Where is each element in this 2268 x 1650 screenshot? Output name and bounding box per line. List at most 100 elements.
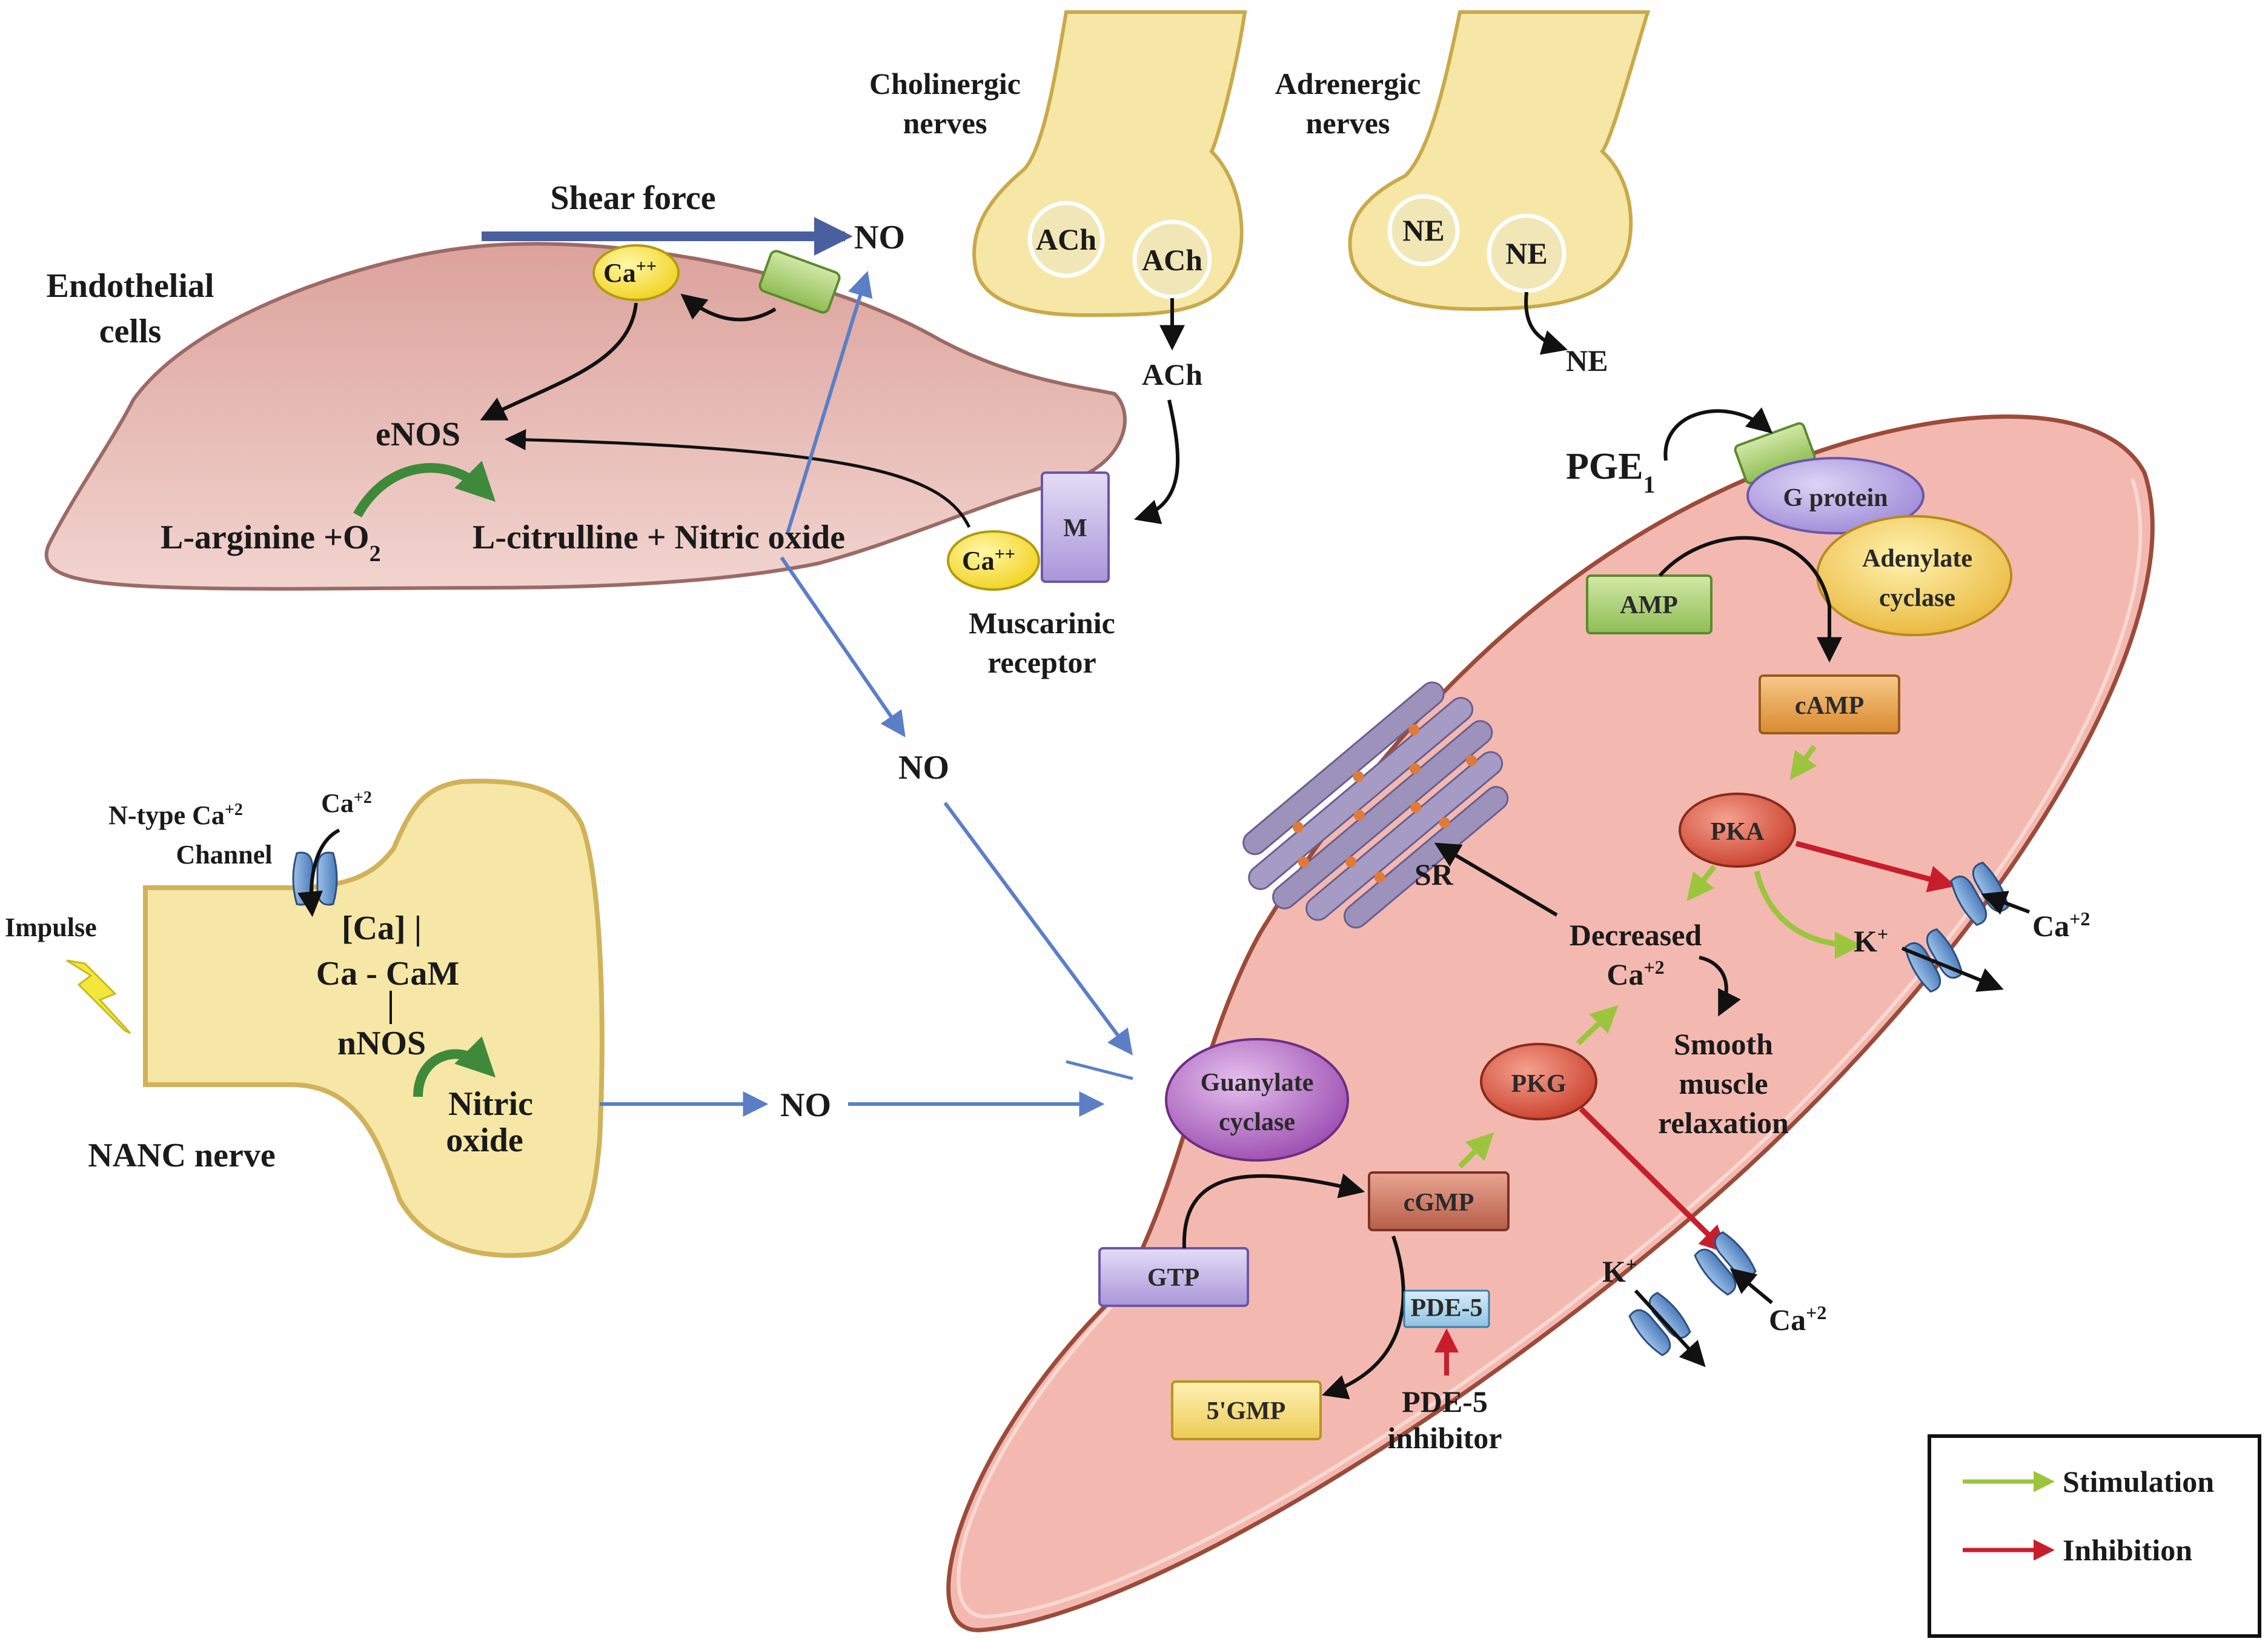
nanc-label: NANC nerve (88, 1137, 275, 1174)
l-arginine-label: L-arginine +O2 (161, 519, 381, 567)
ach-released-label: ACh (1142, 358, 1202, 391)
pka-to-k-channel-arrow (1754, 870, 1862, 959)
enos-label: eNOS (376, 416, 460, 453)
k-channel-lower (1625, 1289, 1694, 1359)
pka-to-decreased-ca-arrow (1686, 865, 1717, 902)
muscarinic-label-1: Muscarinic (969, 606, 1115, 640)
camp-to-pka-arrow (1789, 745, 1817, 780)
adrenergic-label-2: nerves (1306, 106, 1390, 140)
legend-inhibition-label: Inhibition (2063, 1533, 2192, 1567)
ne-vesicle-2-label: NE (1505, 236, 1547, 270)
pka (1679, 793, 1796, 868)
camp-label: cAMP (1795, 692, 1864, 720)
guanylate-label-1: Guanylate (1201, 1069, 1314, 1097)
no-nanc-arrow-3 (1066, 1060, 1133, 1080)
cgmp-to-pkg-arrow (1457, 1132, 1494, 1169)
nanc-nerve (143, 779, 605, 1258)
nanc-ca-entry-arrow (297, 828, 340, 917)
adenylate-cyclase (1816, 515, 2012, 636)
ca-bracket-label: [Ca] | (342, 910, 422, 947)
decreased-ca-to-relaxation-arrow (1699, 956, 1741, 1017)
ne-release-arrow (1524, 291, 1568, 355)
guanylate-cyclase (1165, 1038, 1349, 1162)
gtp-label: GTP (1147, 1264, 1199, 1292)
k-upper-label: K+ (1854, 923, 1888, 958)
receptor-to-ca-arrow (680, 293, 777, 322)
reaction-arrow-endothelial (353, 461, 496, 517)
muscle-label: muscle (1679, 1066, 1768, 1100)
sr-label: SR (1414, 857, 1454, 891)
muscarinic-label-2: receptor (987, 645, 1096, 679)
ca2-nerve-label: Ca+2 (321, 788, 372, 819)
k-exit-upper-arrow (1901, 946, 2004, 992)
legend-stimulation-label: Stimulation (2063, 1465, 2214, 1499)
g-protein (1746, 457, 1925, 534)
ne-vesicle-2 (1487, 213, 1567, 293)
shear-force-label: Shear force (550, 179, 715, 217)
pde5-inhibitor-label-2: inhibitor (1388, 1421, 1502, 1455)
pde5-box (1403, 1289, 1490, 1328)
amp-label: AMP (1620, 591, 1678, 619)
smooth-muscle-cell-inner-edge (957, 478, 2143, 1619)
pkg-to-decreased-ca-arrow (1576, 1005, 1619, 1046)
cholinergic-label-1: Cholinergic (869, 67, 1021, 101)
no-up-arrow (786, 270, 873, 534)
ca-upper-label: Ca+2 (2032, 908, 2090, 943)
ach-vesicle-2-label: ACh (1142, 243, 1202, 277)
reaction-arrow-nanc (413, 1036, 496, 1097)
pka-inhibits-ca-channel-arrow (1795, 840, 1956, 893)
impulse-lightning-icon (66, 959, 131, 1034)
ca-lower-label: Ca+2 (1769, 1302, 1826, 1337)
pde5-inhibitor-label-1: PDE-5 (1402, 1385, 1488, 1419)
ca-entry-lower-arrow (1729, 1268, 1773, 1305)
ne-released-label: NE (1566, 344, 1608, 378)
legend-box (1928, 1434, 2261, 1638)
decreased-ca-to-sr-arrow (1434, 842, 1558, 917)
ca-cam-label: Ca - CaM (316, 955, 459, 993)
ne-vesicle-1 (1387, 194, 1460, 267)
ca-to-enos-arrow (480, 302, 638, 421)
shear-receptor (758, 250, 841, 314)
ach-vesicle-1 (1027, 201, 1105, 278)
ca-channel-lower (1691, 1228, 1760, 1299)
smooth-label: Smooth (1674, 1027, 1773, 1061)
pge1-to-receptor-arrow (1663, 407, 1773, 461)
nitric-label: Nitric (448, 1085, 533, 1123)
endothelial-label-2: cells (99, 313, 162, 350)
ca-ion-top (592, 244, 680, 301)
cgmp-box (1368, 1171, 1510, 1231)
sarcoplasmic-reticulum-icon (1242, 681, 1509, 929)
amp-to-camp-arrow (1658, 536, 1842, 663)
ach-vesicle-2 (1132, 219, 1212, 299)
endothelial-label-1: Endothelial (47, 267, 214, 305)
ach-vesicle-1-label: ACh (1036, 222, 1096, 256)
guanylate-label-2: cyclase (1219, 1108, 1295, 1136)
gtp-box (1098, 1247, 1249, 1307)
l-citrulline-label: L-citrulline + Nitric oxide (472, 519, 845, 556)
musc-ca-to-enos-arrow (505, 429, 971, 528)
m-label: M (1063, 514, 1087, 542)
ca-entry-upper-arrow (1981, 891, 2031, 915)
ach-to-muscarinic-arrow (1133, 399, 1180, 524)
pkg (1480, 1043, 1597, 1120)
pkg-label: PKG (1511, 1070, 1567, 1098)
cholinergic-label-2: nerves (903, 106, 987, 140)
no-to-cell-arrow (943, 802, 1133, 1056)
5gmp-box (1171, 1380, 1322, 1440)
k-exit-lower-arrow (1634, 1289, 1706, 1368)
channel-label: Channel (176, 840, 273, 870)
ca-muscarinic-label: Ca++ (962, 544, 1015, 576)
muscarinic-receptor (1041, 471, 1110, 583)
relaxation-label: relaxation (1658, 1106, 1789, 1140)
pde5-label: PDE-5 (1411, 1294, 1483, 1322)
impulse-label: Impulse (5, 913, 97, 942)
no-down-arrow (780, 556, 906, 737)
amp-box (1586, 574, 1713, 634)
k-lower-label: K+ (1602, 1253, 1637, 1288)
no-mid-label: NO (898, 749, 949, 787)
camp-box (1759, 674, 1900, 734)
pka-label: PKA (1711, 818, 1765, 846)
decreased-ca-label: Ca+2 (1606, 956, 1664, 991)
